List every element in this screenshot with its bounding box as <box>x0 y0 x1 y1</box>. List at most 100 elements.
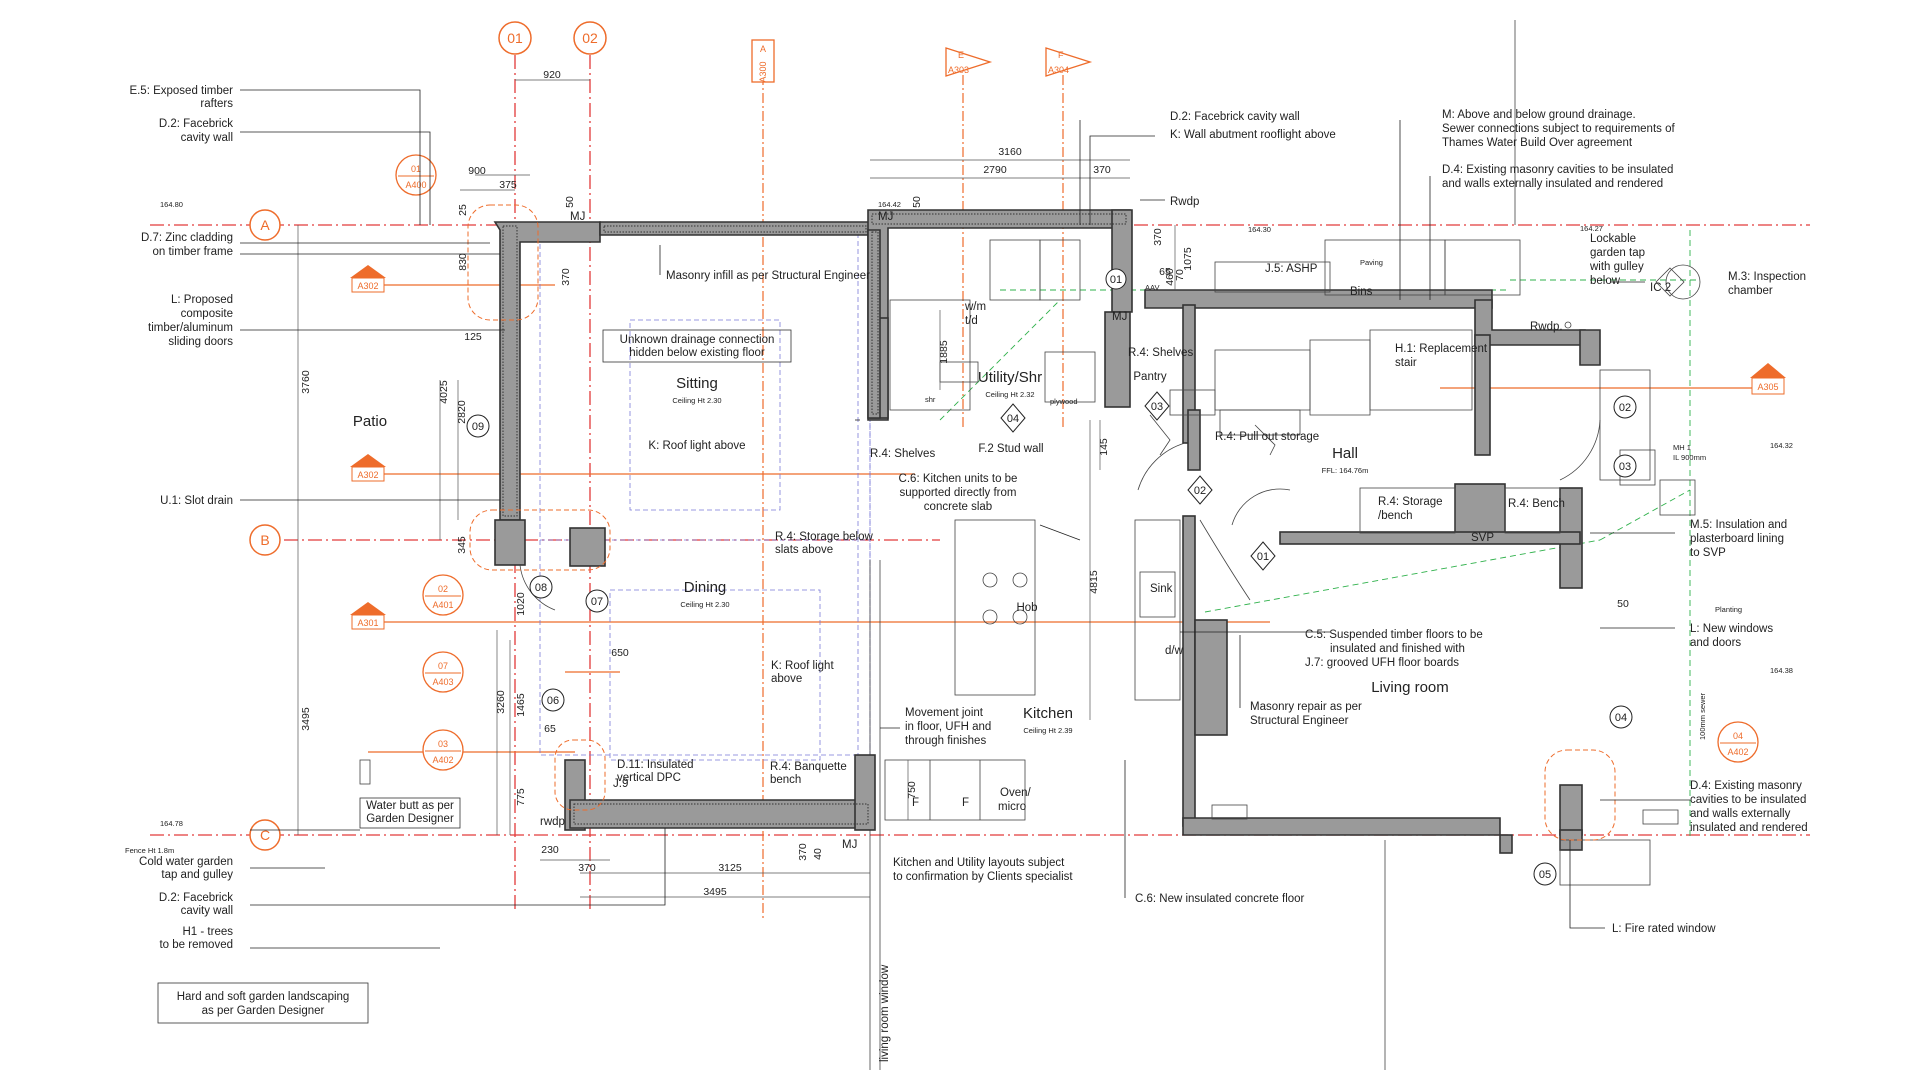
note-landscaping: as per Garden Designer <box>202 1005 325 1017</box>
note-storage-slats: R.4: Storage below <box>775 531 874 543</box>
svg-text:A400: A400 <box>405 180 426 190</box>
dimension: 25 <box>457 204 469 216</box>
note-masonry-cavities: and walls externally <box>1690 808 1791 820</box>
detail-bubble: 04 A402 <box>1717 721 1759 763</box>
dimension: 50 <box>911 196 923 208</box>
grid-row-label: C <box>260 827 270 843</box>
label-fridge: F <box>912 797 919 809</box>
note-garden-tap: garden tap <box>1590 247 1645 259</box>
dimension: 3260 <box>495 690 507 714</box>
note-masonry-cavities: D.4: Existing masonry <box>1690 780 1802 792</box>
leader-lines <box>240 89 1690 949</box>
note-stair: stair <box>1395 357 1417 369</box>
dimension: 920 <box>543 69 561 81</box>
grid-column-label: 01 <box>507 30 523 46</box>
note-trees: H1 - trees <box>183 926 234 938</box>
note-d2: cavity wall <box>181 132 233 144</box>
svg-text:A403: A403 <box>432 677 453 687</box>
note-drainage-sewer: Thames Water Build Over agreement <box>1442 137 1633 149</box>
window-tag: 06 <box>541 688 565 712</box>
note-water-butt: Water butt as per <box>366 800 454 812</box>
note-masonry-repair: Structural Engineer <box>1250 715 1349 727</box>
note-d2: D.2: Facebrick <box>159 892 233 904</box>
note-planting: Planting <box>1715 605 1742 614</box>
svg-text:05: 05 <box>1539 869 1551 881</box>
note-new-windows: and doors <box>1690 637 1741 649</box>
note-banquette: R.4: Banquette <box>770 761 847 773</box>
dimension: 3160 <box>998 146 1022 158</box>
label-dishwasher: d/w <box>1165 645 1184 657</box>
dimension: 4025 <box>438 380 450 404</box>
window-tag: 08 <box>529 575 553 599</box>
grid-bubbles: 01 02 A B C <box>249 21 607 851</box>
note-kitchen-units: C.6: Kitchen units to be <box>899 473 1018 485</box>
note-rwdp: Rwdp <box>1170 196 1199 208</box>
window-tag: 03 <box>1613 454 1637 478</box>
detail-bubbles: 01 A400 02 A401 07 A403 03 A402 04 A402 <box>395 154 1759 771</box>
dimension: 2820 <box>456 400 468 424</box>
door-tag: 03 <box>1144 391 1170 421</box>
note-masonry-cavities: insulated and rendered <box>1690 822 1808 834</box>
note-masonry-cavities: D.4: Existing masonry cavities to be ins… <box>1442 164 1673 176</box>
dimension: 900 <box>468 165 486 177</box>
svg-text:A402: A402 <box>432 755 453 765</box>
note-inspection: chamber <box>1728 285 1773 297</box>
level: 164.30 <box>1248 225 1271 234</box>
note-timber-floor: insulated and finished with <box>1330 643 1465 655</box>
dimension: 145 <box>1098 438 1110 456</box>
detail-bubble: 02 A401 <box>422 574 464 616</box>
dimension: 460 <box>1164 268 1176 286</box>
note-roof-light: above <box>771 673 802 685</box>
label-sink: Sink <box>1150 583 1173 595</box>
dimension: 40 <box>812 848 824 860</box>
detail-bubble: 01 A400 <box>395 154 437 196</box>
note-masonry-cavities: cavities to be insulated <box>1690 794 1806 806</box>
note-drainage-sewer: Sewer connections subject to requirement… <box>1442 123 1675 135</box>
note-doors: composite <box>181 308 233 320</box>
note-sewer: 100mm sewer <box>1698 692 1707 740</box>
note-shower: shr <box>925 395 936 404</box>
room-utility: Utility/Shr <box>978 369 1042 386</box>
dimension: 370 <box>797 843 809 861</box>
movement-joint: MJ <box>842 839 857 851</box>
svg-text:02: 02 <box>438 584 448 594</box>
note-trees: to be removed <box>159 939 233 951</box>
label-hob: Hob <box>1016 602 1037 614</box>
svg-text:F: F <box>1058 50 1064 60</box>
note-fire-window: L: Fire rated window <box>1612 923 1716 935</box>
opening-tags: 04 02 01 03 01 02 03 04 <box>466 268 1637 886</box>
svg-text:04: 04 <box>1615 712 1627 724</box>
ceiling-height: Ceiling Ht 2.39 <box>1023 726 1072 735</box>
note-storage-bench: R.4: Storage <box>1378 496 1443 508</box>
note-shelves: R.4: Shelves <box>1128 347 1193 359</box>
note-landscaping: Hard and soft garden landscaping <box>177 991 350 1003</box>
svg-text:A302: A302 <box>357 470 378 480</box>
ceiling-height: Ceiling Ht 2.30 <box>672 396 721 405</box>
svg-text:A402: A402 <box>1727 747 1748 757</box>
svg-text:A303: A303 <box>948 65 969 75</box>
svg-text:A300: A300 <box>758 61 768 82</box>
note-e5: rafters <box>200 98 233 110</box>
section-tags-horizontal: D A302 C A302 B A301 G A305 <box>350 265 1786 630</box>
room-sitting: Sitting <box>676 375 718 392</box>
note-j9: J.9 <box>613 778 628 790</box>
door-tag: 01 <box>1250 541 1276 571</box>
note-water-butt: Garden Designer <box>366 813 454 825</box>
section-tag-b: B A301 <box>350 602 386 630</box>
door-tag: 02 <box>1187 475 1213 505</box>
note-timber-floor: J.7: grooved UFH floor boards <box>1305 657 1459 669</box>
section-tag-f: F A304 <box>1045 47 1093 77</box>
note-garden-tap: with gulley <box>1589 261 1644 273</box>
svg-text:A: A <box>760 44 766 54</box>
note-e5: E.5: Exposed timber <box>129 85 233 97</box>
dimension: 65 <box>544 723 556 735</box>
note-inspection: M.3: Inspection <box>1728 271 1806 283</box>
note-kitchen-units: supported directly from <box>900 487 1017 499</box>
note-drainage: Unknown drainage connection <box>620 334 775 346</box>
section-tag-c: C A302 <box>350 454 386 482</box>
note-masonry-infill: Masonry infill as per Structural Enginee… <box>666 270 870 282</box>
label-inspection-chamber: IC 2 <box>1650 282 1671 294</box>
note-dpc: vertical DPC <box>617 772 681 784</box>
note-slot-drain: U.1: Slot drain <box>160 495 233 507</box>
note-plywood: plywood <box>1050 397 1078 406</box>
